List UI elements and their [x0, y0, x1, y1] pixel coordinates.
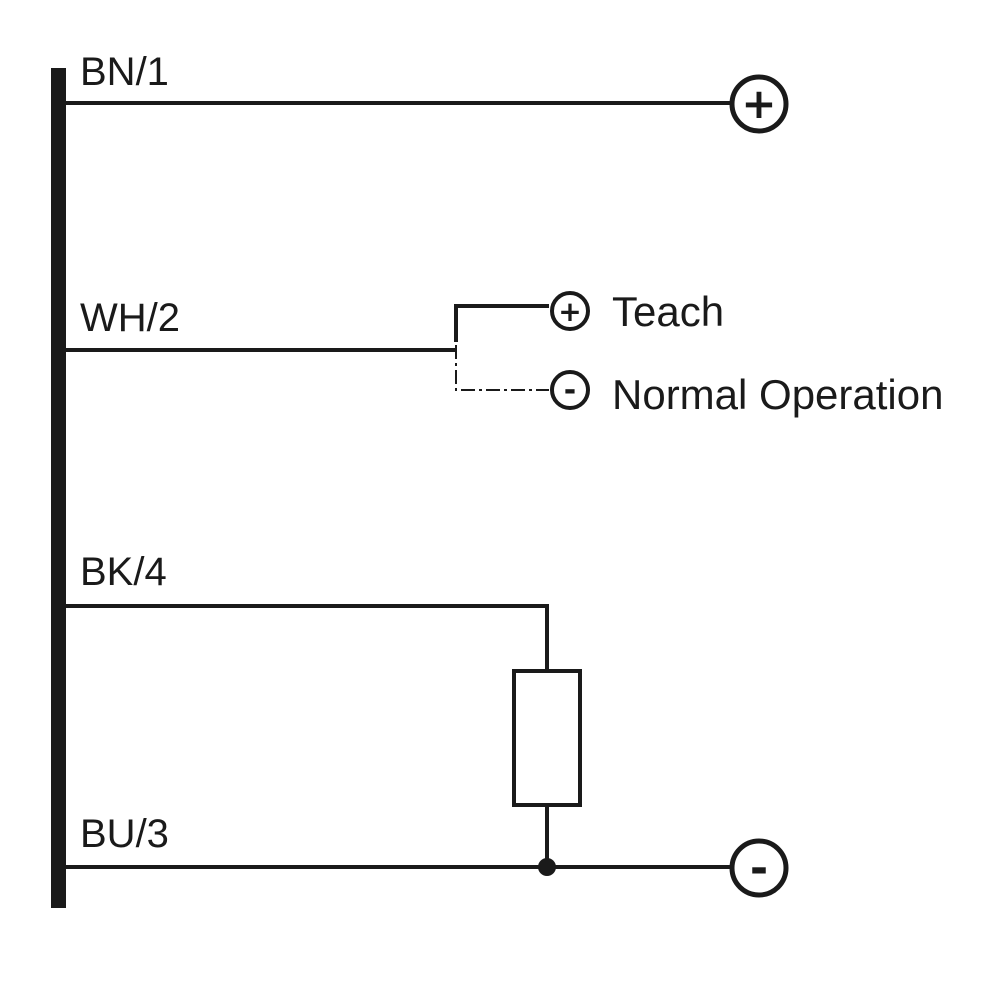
load-resistor [512, 669, 582, 807]
switch-teach-path [454, 304, 549, 342]
supply-minus-symbol: - [750, 843, 768, 894]
wire-label-wh: WH/2 [80, 296, 180, 340]
sensor-body-bar [51, 68, 66, 908]
teach-label: Teach [612, 288, 724, 335]
normal-minus-symbol: - [564, 373, 576, 408]
normal-operation-label: Normal Operation [612, 371, 943, 418]
wire-label-bu: BU/3 [80, 812, 169, 856]
supply-plus-symbol: + [741, 79, 776, 128]
teach-plus-symbol: + [558, 295, 581, 328]
wire-label-bn: BN/1 [80, 50, 169, 94]
normal-minus-terminal-icon: - [550, 370, 590, 410]
supply-minus-terminal-icon: - [729, 838, 789, 898]
wire-label-bk: BK/4 [80, 550, 167, 594]
supply-plus-terminal-icon: + [729, 74, 789, 134]
switch-normal-path [455, 345, 549, 391]
teach-plus-terminal-icon: + [550, 291, 590, 331]
wire-bk [66, 604, 549, 671]
junction-dot [538, 858, 556, 876]
